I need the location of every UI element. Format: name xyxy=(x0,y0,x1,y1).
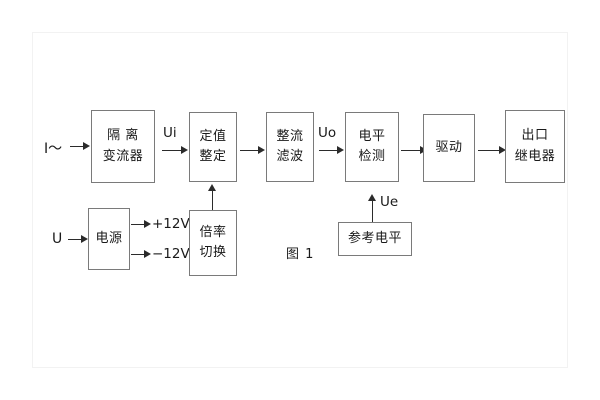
block-output-relay[interactable]: 出口 继电器 xyxy=(505,110,565,183)
arrowhead-rail-positive xyxy=(144,220,151,228)
arrowhead-rail-negative xyxy=(144,250,151,258)
connector-current-input xyxy=(70,146,84,147)
block-reference-line1: 参考电平 xyxy=(347,230,402,246)
block-level-line1: 电平 xyxy=(358,128,386,144)
block-driver[interactable]: 驱动 xyxy=(423,114,475,182)
arrowhead-setting-to-rectifier xyxy=(258,146,265,154)
diagram-frame xyxy=(32,32,568,368)
connector-reference-to-level xyxy=(372,200,373,222)
block-rectifier-filter[interactable]: 整流 滤波 xyxy=(266,112,314,182)
block-isolation-line1: 隔 离 xyxy=(107,128,139,144)
block-rectifier-line1: 整流 xyxy=(276,128,304,144)
connector-driver-to-relay xyxy=(478,150,500,151)
voltage-input-label: U xyxy=(52,231,63,247)
block-driver-line1: 驱动 xyxy=(435,139,463,155)
arrowhead-multiplier-to-setting xyxy=(208,184,216,191)
block-isolation-transformer[interactable]: 隔 离 变流器 xyxy=(91,110,155,183)
block-multiplier-line2: 切换 xyxy=(199,245,227,260)
signal-uo-label: Uo xyxy=(318,125,337,141)
connector-level-to-driver xyxy=(401,150,421,151)
block-setting-line2: 整定 xyxy=(199,149,227,164)
connector-isolation-to-setting xyxy=(162,150,182,151)
block-setting-value[interactable]: 定值 整定 xyxy=(189,112,237,182)
block-setting-line1: 定值 xyxy=(199,128,227,144)
current-input-label: I～ xyxy=(44,141,63,157)
block-reference-level[interactable]: 参考电平 xyxy=(338,222,412,256)
block-power-line1: 电源 xyxy=(95,230,123,246)
connector-setting-to-rectifier xyxy=(240,150,259,151)
block-multiplier-line1: 倍率 xyxy=(199,224,227,240)
connector-rectifier-to-level xyxy=(319,150,338,151)
connector-rail-negative xyxy=(131,254,145,255)
connector-multiplier-to-setting xyxy=(212,190,213,210)
block-relay-line2: 继电器 xyxy=(514,148,556,164)
figure-caption: 图 1 xyxy=(286,247,315,262)
signal-ue-label: Ue xyxy=(380,194,399,210)
rail-negative-label: −12V xyxy=(152,246,190,262)
block-relay-line1: 出口 xyxy=(521,128,549,144)
arrowhead-reference-to-level xyxy=(368,194,376,201)
block-power-supply[interactable]: 电源 xyxy=(88,208,130,270)
connector-voltage-input xyxy=(68,239,82,240)
signal-ui-label: Ui xyxy=(163,125,177,141)
connector-rail-positive xyxy=(131,224,145,225)
arrowhead-rectifier-to-level xyxy=(337,146,344,154)
block-level-line2: 检测 xyxy=(358,149,386,164)
arrowhead-driver-to-relay xyxy=(499,146,506,154)
rail-positive-label: +12V xyxy=(152,216,190,232)
block-level-detection[interactable]: 电平 检测 xyxy=(345,112,399,182)
block-isolation-line2: 变流器 xyxy=(102,148,144,164)
block-rectifier-line2: 滤波 xyxy=(276,149,304,164)
arrowhead-current-input xyxy=(83,142,90,150)
block-multiplier-switch[interactable]: 倍率 切换 xyxy=(189,210,237,276)
arrowhead-isolation-to-setting xyxy=(181,146,188,154)
arrowhead-voltage-input xyxy=(81,235,88,243)
